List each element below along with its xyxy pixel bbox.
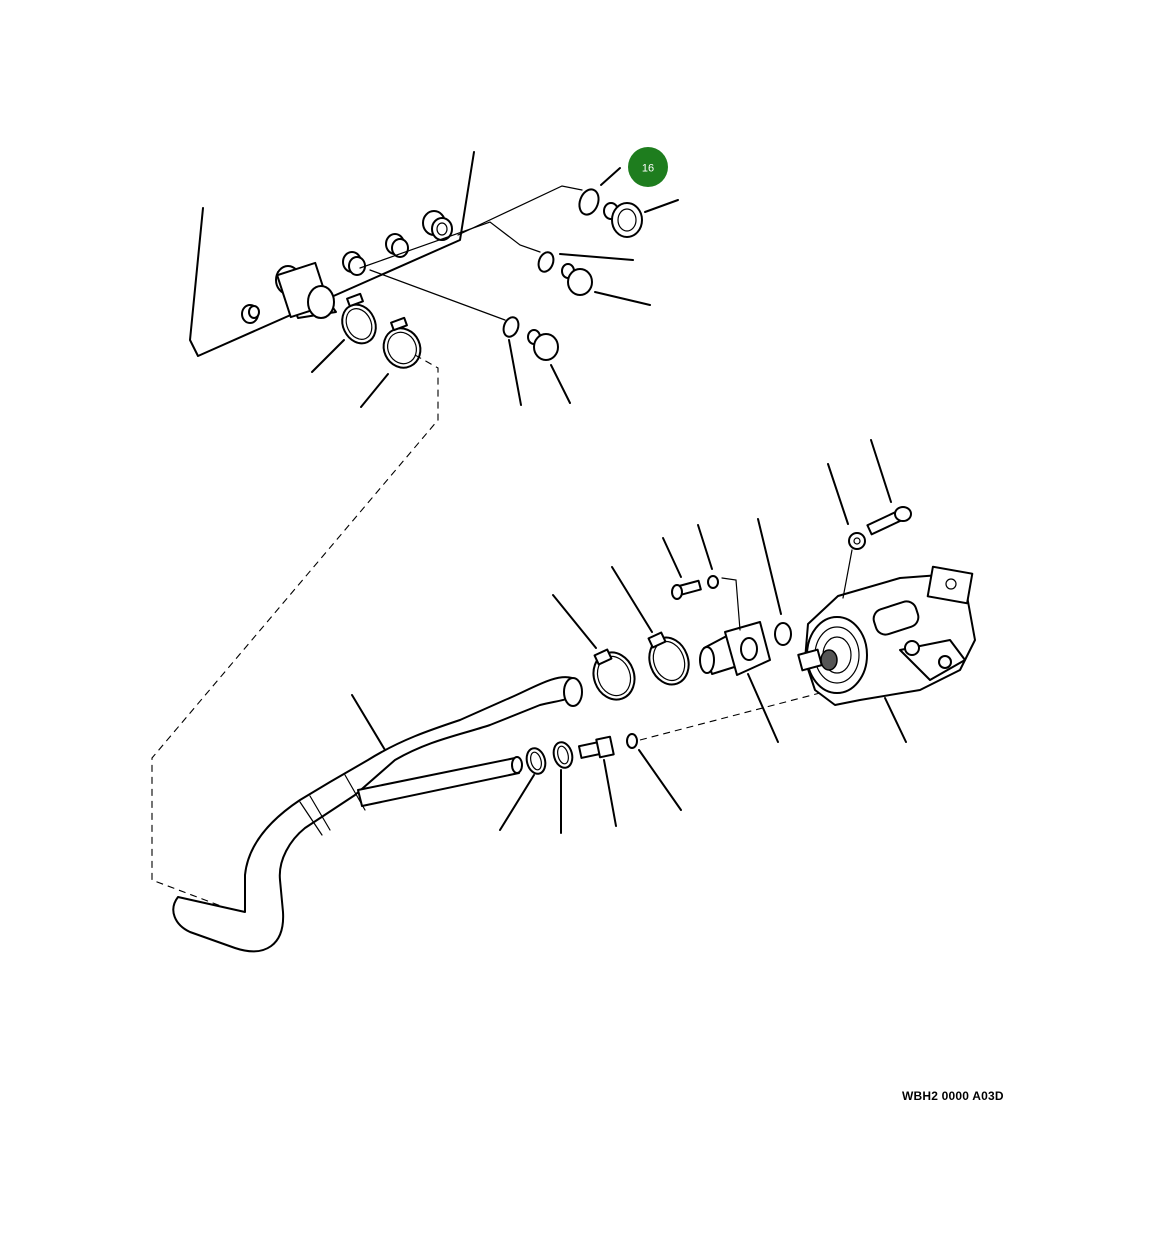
suction-hose xyxy=(172,676,583,953)
tank-port-nut-2 xyxy=(385,233,409,258)
o-ring-3 xyxy=(502,316,520,338)
pump-mount-bolt xyxy=(848,506,912,550)
tank-port-nut-3 xyxy=(422,210,453,241)
hose-clamp-small-1 xyxy=(525,747,547,775)
drain-plug-3 xyxy=(527,329,559,361)
drain-plug-2 xyxy=(561,263,593,296)
drawing-reference-code: WBH2 0000 A03D xyxy=(902,1089,1004,1103)
hose-clamp-small-2 xyxy=(552,741,574,769)
hose-clamp-upper-2 xyxy=(382,316,422,369)
drain-plug-1 xyxy=(603,202,643,238)
hose-clamp-upper-1 xyxy=(341,292,377,345)
hose-clamp-lower-1 xyxy=(592,648,636,701)
callout-badge[interactable]: 16 xyxy=(628,147,668,187)
tank-port-nut-1 xyxy=(342,251,366,276)
pump-inlet-flange xyxy=(699,621,792,676)
assembly-lines-pump xyxy=(639,549,853,741)
tank-port-small xyxy=(241,304,260,324)
o-ring-2 xyxy=(537,251,555,273)
hose-clamp-lower-2 xyxy=(647,631,690,686)
o-ring-1 xyxy=(578,188,600,216)
leader-lines-bottom xyxy=(351,439,907,834)
leader-lines-top xyxy=(311,167,679,408)
bleed-fitting xyxy=(577,733,638,759)
callout-circle[interactable] xyxy=(628,147,668,187)
bypass-tube xyxy=(357,756,523,807)
tank-panel-outline xyxy=(189,151,475,357)
tank-port-large xyxy=(275,261,337,319)
assembly-lines-top xyxy=(359,185,583,321)
callout-label: 16 xyxy=(642,163,654,175)
flange-bolt xyxy=(671,575,719,600)
hydraulic-pump xyxy=(797,565,976,706)
